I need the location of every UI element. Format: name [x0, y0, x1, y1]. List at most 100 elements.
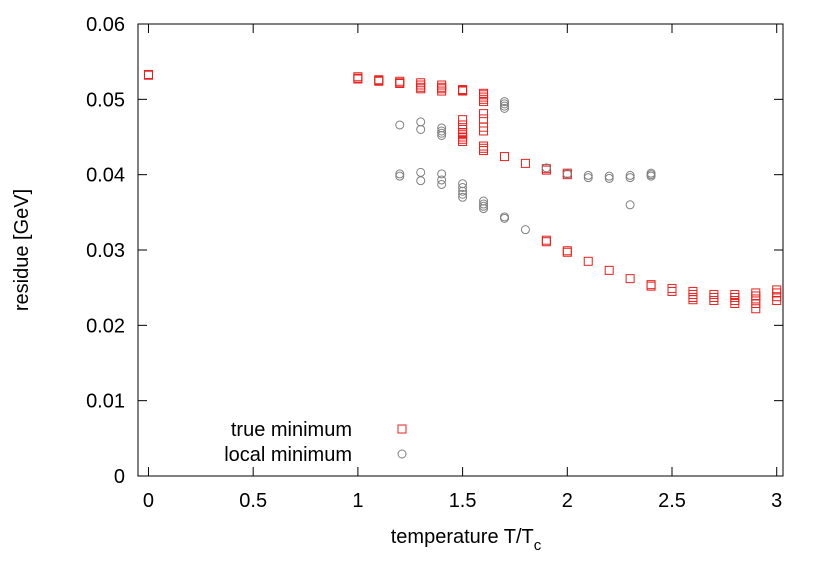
- data-point-square: [520, 158, 530, 168]
- data-point-square: [562, 247, 572, 257]
- plot-frame: [137, 23, 784, 477]
- data-point-square: [541, 165, 551, 175]
- x-tick-label: 1.5: [449, 490, 477, 512]
- data-point-square: [583, 256, 593, 266]
- data-point-circle: [437, 175, 447, 185]
- data-point-square: [353, 74, 363, 84]
- x-tick-label: 2.5: [658, 490, 686, 512]
- data-point-circle: [437, 169, 447, 179]
- data-point-square: [667, 286, 677, 296]
- axis-ticks: [138, 23, 783, 477]
- x-axis-label-main: temperature T/T: [391, 526, 534, 548]
- data-point-square: [143, 70, 153, 80]
- data-point-square: [458, 86, 468, 96]
- y-tick-label: 0.02: [86, 315, 125, 337]
- data-point-circle: [458, 189, 468, 199]
- data-point-circle: [625, 170, 635, 180]
- data-point-circle: [437, 130, 447, 140]
- data-point-circle: [395, 169, 405, 179]
- x-tick-label: 2: [562, 490, 573, 512]
- data-point-square: [625, 274, 635, 284]
- data-point-circle: [416, 117, 426, 127]
- y-tick-label: 0.05: [86, 89, 125, 111]
- data-point-square: [667, 283, 677, 293]
- data-point-circle: [541, 163, 551, 173]
- data-point-circle: [458, 192, 468, 202]
- data-point-circle: [416, 167, 426, 177]
- data-point-square: [499, 152, 509, 162]
- data-point-square: [479, 109, 489, 119]
- data-point-square: [646, 281, 656, 291]
- data-point-circle: [395, 171, 405, 181]
- data-point-square: [709, 295, 719, 305]
- data-point-circle: [562, 169, 572, 179]
- data-point-square: [751, 304, 761, 314]
- series-true-minimum: [143, 69, 782, 314]
- data-point-square: [479, 126, 489, 136]
- y-axis-label: residue [GeV]: [11, 189, 33, 311]
- data-point-circle: [395, 120, 405, 130]
- data-point-square: [709, 292, 719, 302]
- data-point-square: [479, 94, 489, 104]
- data-point-square: [479, 114, 489, 124]
- y-tick-label: 0.01: [86, 391, 125, 413]
- data-point-circle: [499, 213, 509, 223]
- data-point-square: [541, 237, 551, 247]
- data-point-square: [458, 115, 468, 125]
- data-point-square: [416, 84, 426, 94]
- series-local-minimum: [395, 97, 656, 235]
- data-point-square: [751, 288, 761, 298]
- data-point-square: [751, 294, 761, 304]
- data-point-circle: [437, 128, 447, 138]
- y-tick-label: 0.04: [86, 165, 125, 187]
- data-point-square: [458, 132, 468, 142]
- data-point-square: [479, 97, 489, 107]
- data-point-square: [437, 86, 447, 96]
- data-point-circle: [416, 176, 426, 186]
- data-point-square: [688, 292, 698, 302]
- data-point-circle: [499, 97, 509, 107]
- data-point-square: [458, 120, 468, 130]
- data-point-circle: [458, 186, 468, 196]
- data-point-circle: [479, 204, 489, 214]
- data-point-square: [688, 286, 698, 296]
- y-tick-label: 0.03: [86, 240, 125, 262]
- data-point-square: [458, 124, 468, 134]
- data-point-square: [604, 265, 614, 275]
- y-tick-label: 0.06: [86, 14, 125, 36]
- data-point-circle: [499, 103, 509, 113]
- data-point-square: [730, 292, 740, 302]
- x-tick-label: 0: [143, 490, 154, 512]
- legend-marker-local-minimum: [397, 449, 407, 459]
- data-markers: [143, 69, 782, 314]
- data-point-square: [458, 137, 468, 147]
- data-point-square: [751, 291, 761, 301]
- data-point-square: [730, 295, 740, 305]
- data-point-square: [730, 289, 740, 299]
- data-point-circle: [583, 170, 593, 180]
- data-point-circle: [604, 171, 614, 181]
- data-point-square: [772, 295, 782, 305]
- data-point-circle: [499, 99, 509, 109]
- data-point-square: [479, 141, 489, 151]
- data-point-circle: [646, 171, 656, 181]
- data-point-circle: [625, 200, 635, 210]
- data-point-circle: [625, 173, 635, 183]
- legend: true minimum local minimum: [224, 419, 407, 466]
- x-tick-label: 0.5: [239, 490, 267, 512]
- data-point-square: [479, 146, 489, 156]
- data-point-square: [688, 295, 698, 305]
- data-point-square: [730, 298, 740, 308]
- data-point-square: [709, 289, 719, 299]
- data-point-circle: [458, 182, 468, 192]
- x-axis-label-subscript: c: [534, 537, 542, 554]
- data-point-square: [688, 289, 698, 299]
- data-point-square: [374, 76, 384, 86]
- data-point-circle: [604, 173, 614, 183]
- data-point-square: [479, 143, 489, 153]
- data-point-circle: [437, 179, 447, 189]
- data-point-square: [416, 78, 426, 88]
- data-point-circle: [520, 225, 530, 235]
